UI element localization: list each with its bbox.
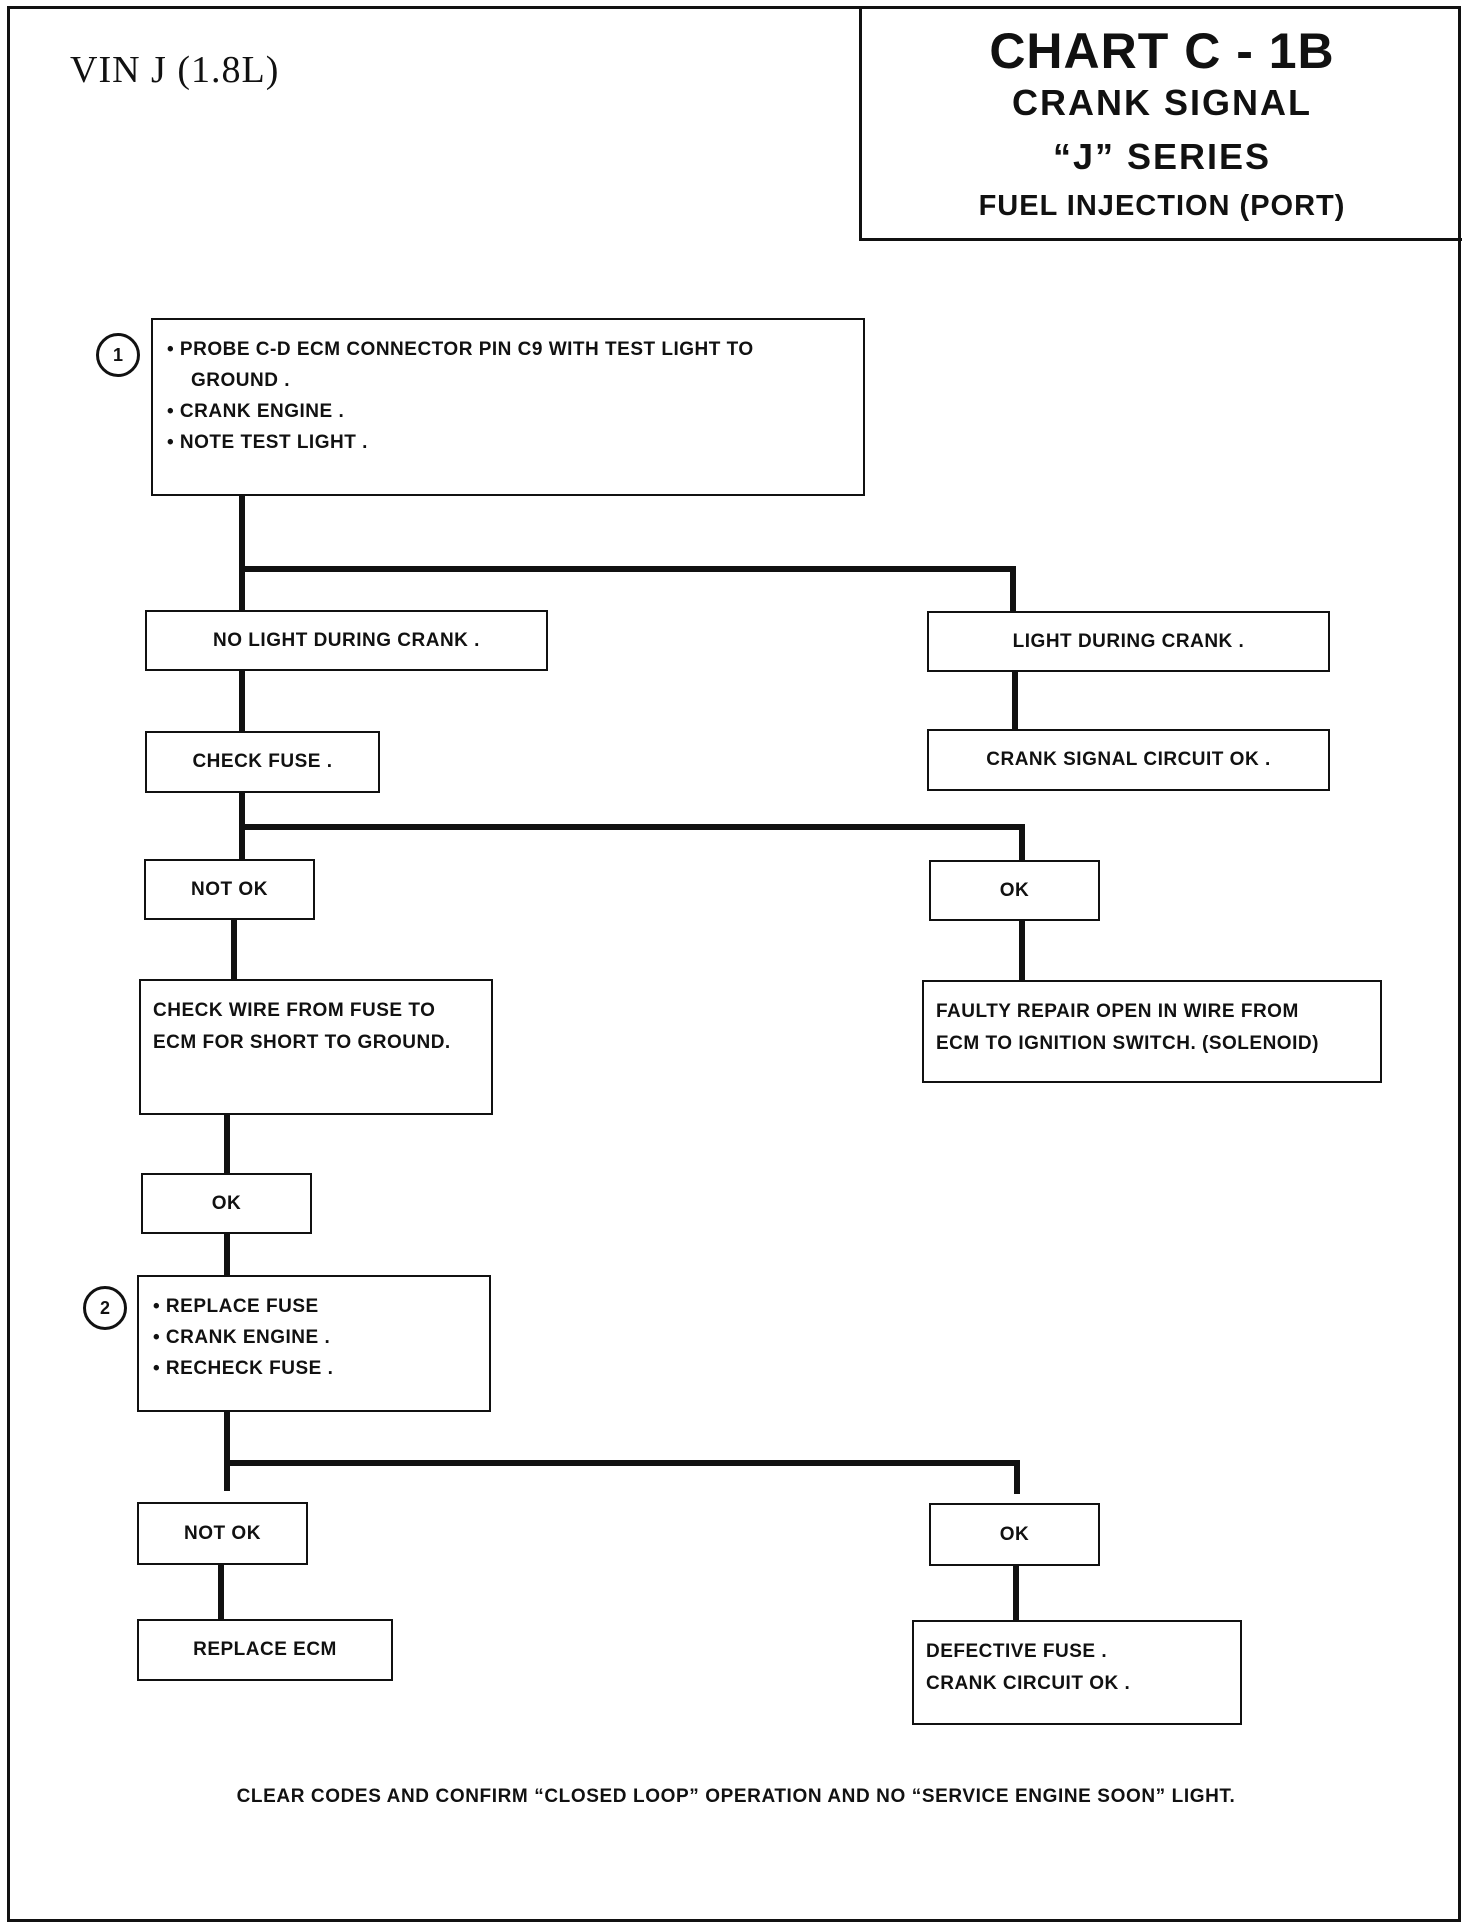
not-ok-box: NOT OK — [137, 1502, 308, 1565]
box-text-line: • NOTE TEST LIGHT . — [167, 432, 368, 453]
replace-ecm-box: REPLACE ECM — [137, 1619, 393, 1681]
box-text-line: • CRANK ENGINE . — [167, 401, 345, 422]
chart-title: CHART C - 1B — [989, 23, 1335, 79]
box-text-line: • RECHECK FUSE . — [153, 1358, 334, 1379]
box-text-line: • CRANK ENGINE . — [153, 1327, 331, 1348]
connector — [218, 1563, 224, 1621]
light-box: LIGHT DURING CRANK . — [927, 611, 1330, 672]
title-block: CHART C - 1B CRANK SIGNAL “J” SERIES FUE… — [859, 6, 1462, 241]
connector — [239, 494, 245, 611]
connector — [239, 670, 245, 734]
footer-note: CLEAR CODES AND CONFIRM “CLOSED LOOP” OP… — [236, 1786, 1236, 1807]
connector — [224, 1113, 230, 1175]
faulty-repair-box: FAULTY REPAIR OPEN IN WIRE FROM ECM TO I… — [922, 980, 1382, 1083]
connector — [239, 566, 1016, 572]
crank-signal-ok-box: CRANK SIGNAL CIRCUIT OK . — [927, 729, 1330, 791]
replace-fuse-step-box: • REPLACE FUSE • CRANK ENGINE . • RECHEC… — [137, 1275, 491, 1412]
connector — [224, 1232, 230, 1277]
vin-label: VIN J (1.8L) — [70, 49, 280, 91]
box-text-line: DEFECTIVE FUSE . — [926, 1641, 1108, 1662]
connector — [1013, 1564, 1019, 1623]
ok-box: OK — [141, 1173, 312, 1234]
step-marker-2: 2 — [83, 1286, 127, 1330]
connector — [224, 1460, 1020, 1466]
connector — [1010, 566, 1016, 613]
box-text-line: FAULTY REPAIR OPEN IN WIRE FROM — [936, 1001, 1299, 1022]
box-text-line: CHECK WIRE FROM FUSE TO — [153, 1000, 436, 1021]
step-marker-1: 1 — [96, 333, 140, 377]
connector — [1012, 671, 1018, 731]
check-wire-box: CHECK WIRE FROM FUSE TO ECM FOR SHORT TO… — [139, 979, 493, 1115]
page-border — [7, 6, 1461, 1922]
connector — [224, 1410, 230, 1491]
chart-series: “J” SERIES — [1052, 136, 1272, 177]
connector — [1019, 919, 1025, 982]
ok-box: OK — [929, 860, 1100, 921]
connector — [1019, 824, 1025, 860]
defective-fuse-box: DEFECTIVE FUSE . CRANK CIRCUIT OK . — [912, 1620, 1242, 1725]
not-ok-box: NOT OK — [144, 859, 315, 920]
probe-step-box: • PROBE C-D ECM CONNECTOR PIN C9 WITH TE… — [151, 318, 865, 496]
box-text-line: ECM TO IGNITION SWITCH. (SOLENOID) — [936, 1033, 1319, 1054]
ok-box: OK — [929, 1503, 1100, 1566]
box-text-line: • REPLACE FUSE — [153, 1296, 319, 1317]
check-fuse-box: CHECK FUSE . — [145, 731, 380, 793]
no-light-box: NO LIGHT DURING CRANK . — [145, 610, 548, 671]
box-text-line: • PROBE C-D ECM CONNECTOR PIN C9 WITH TE… — [167, 339, 754, 360]
box-text-line: ECM FOR SHORT TO GROUND. — [153, 1032, 451, 1053]
connector — [231, 918, 237, 981]
chart-system: FUEL INJECTION (PORT) — [978, 190, 1346, 222]
box-text-line: CRANK CIRCUIT OK . — [926, 1673, 1131, 1694]
box-text-line: GROUND . — [191, 370, 290, 391]
chart-subtitle: CRANK SIGNAL — [1012, 82, 1312, 123]
connector — [239, 824, 1025, 830]
connector — [1014, 1460, 1020, 1494]
